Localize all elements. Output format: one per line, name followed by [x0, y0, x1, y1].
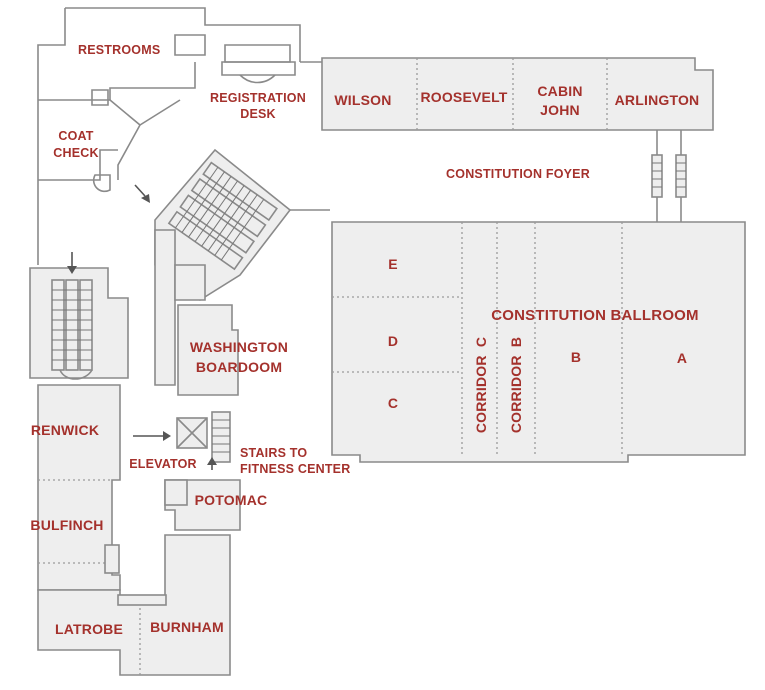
foyer-stairs: [651, 130, 687, 222]
bulfinch-label: BULFINCH: [30, 517, 103, 533]
direction-arrows: [67, 184, 217, 470]
wilson-label: WILSON: [334, 92, 391, 108]
constitution-ballroom: [290, 209, 746, 463]
south-rooms: [37, 534, 231, 676]
latrobe-label: LATROBE: [55, 621, 123, 637]
stairs-fitness-label-line2: FITNESS CENTER: [240, 462, 350, 476]
renwick-label: RENWICK: [31, 422, 99, 438]
north-meeting-rooms: [300, 57, 714, 131]
west-rooms: [37, 384, 121, 591]
cabin-john-label-line2: JOHN: [540, 102, 580, 118]
ballroom-a-label: A: [677, 350, 687, 366]
elevator-label: ELEVATOR: [129, 457, 197, 471]
coat-check-label-line1: COAT: [58, 129, 93, 143]
west-wing-walls: [37, 7, 301, 265]
corridor-b-label: CORRIDOR B: [508, 337, 524, 433]
stairs-fitness-label-line1: STAIRS TO: [240, 446, 307, 460]
cabin-john-label-line1: CABIN: [537, 83, 582, 99]
registration-desk-label-line2: DESK: [240, 107, 276, 121]
elevator-block: [176, 411, 231, 463]
washington-boardroom-label-line1: WASHINGTON: [190, 339, 288, 355]
constitution-ballroom-label: CONSTITUTION BALLROOM: [491, 307, 699, 324]
ballroom-d-label: D: [388, 333, 398, 349]
restrooms-label: RESTROOMS: [78, 43, 160, 57]
escalator-diagonal: [154, 148, 292, 386]
room-labels: RESTROOMS REGISTRATION DESK COAT CHECK W…: [30, 43, 699, 637]
washington-boardroom: [177, 304, 239, 396]
potomac-room: [164, 479, 241, 531]
potomac-label: POTOMAC: [195, 492, 268, 508]
escalator-west: [29, 267, 129, 380]
coat-check-label-line2: CHECK: [53, 146, 98, 160]
arlington-label: ARLINGTON: [615, 92, 700, 108]
ballroom-e-label: E: [388, 256, 398, 272]
ballroom-b-label: B: [571, 349, 581, 365]
ballroom-c-label: C: [388, 395, 398, 411]
burnham-label: BURNHAM: [150, 619, 224, 635]
roosevelt-label: ROOSEVELT: [420, 89, 507, 105]
registration-desk-label-line1: REGISTRATION: [210, 91, 306, 105]
washington-boardroom-label-line2: BOARDOOM: [196, 359, 282, 375]
constitution-foyer-label: CONSTITUTION FOYER: [446, 167, 590, 181]
corridor-c-label: CORRIDOR C: [473, 337, 489, 433]
